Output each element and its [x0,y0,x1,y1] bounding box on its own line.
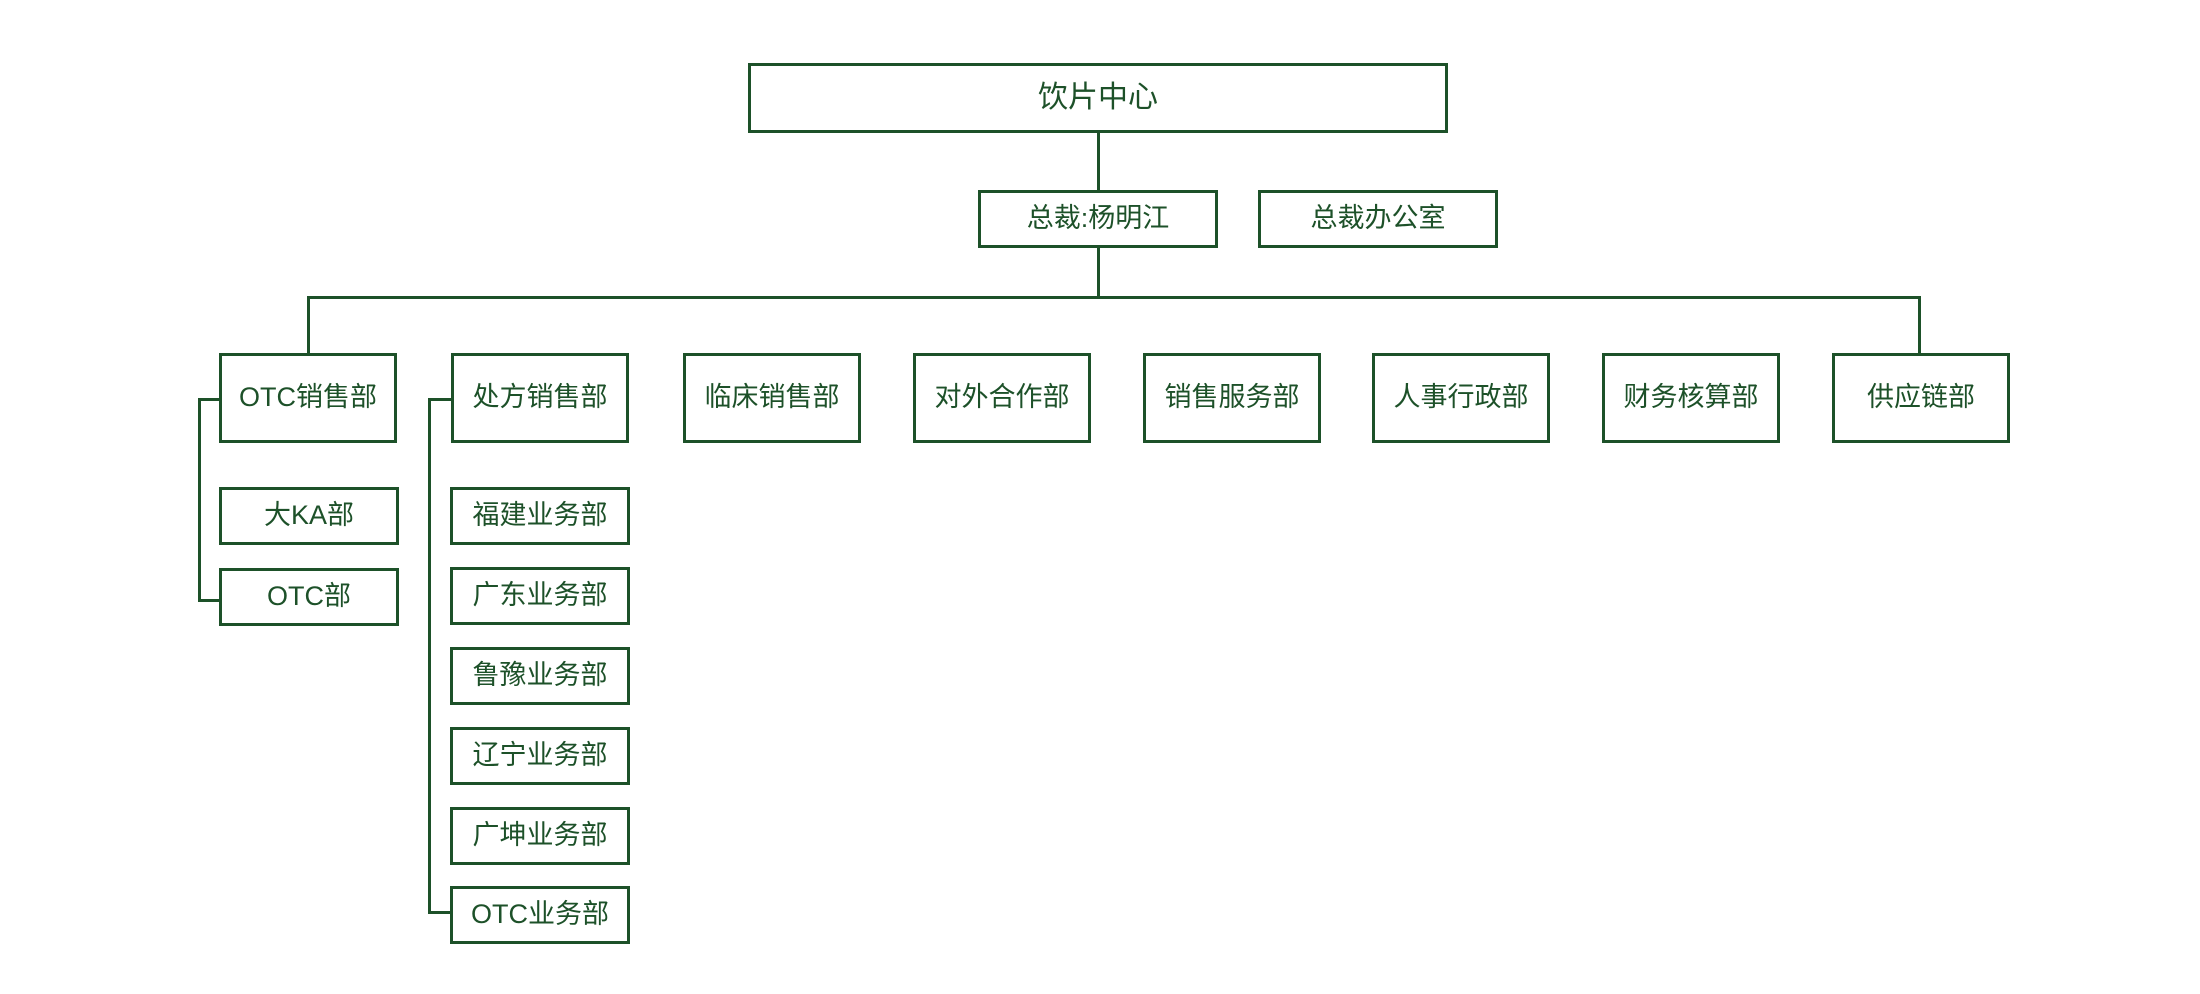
node-department-hr-administration[interactable]: 人事行政部 [1372,353,1550,443]
node-subdepartment-label: OTC业务部 [471,899,609,930]
node-department-clinical-sales[interactable]: 临床销售部 [683,353,861,443]
node-subdepartment-label: OTC部 [267,581,351,612]
node-subdepartment-luyu-business[interactable]: 鲁豫业务部 [450,647,630,705]
node-department-label: 对外合作部 [934,382,1070,413]
node-department-supply-chain[interactable]: 供应链部 [1832,353,2010,443]
node-subdepartment-guangkun-business[interactable]: 广坤业务部 [450,807,630,865]
node-president-office[interactable]: 总裁办公室 [1258,190,1498,248]
connector-root-to-president [1097,133,1100,190]
node-department-label: OTC销售部 [239,382,377,413]
node-department-finance-accounting[interactable]: 财务核算部 [1602,353,1780,443]
node-subdepartment-label: 大KA部 [263,500,355,531]
connector-president-to-bus [1097,248,1100,296]
node-president[interactable]: 总裁:杨明江 [978,190,1218,248]
node-subdepartment-otc[interactable]: OTC部 [219,568,399,626]
node-department-otc-sales[interactable]: OTC销售部 [219,353,397,443]
node-subdepartment-label: 辽宁业务部 [472,740,608,771]
connector-otc-spine-to-parent [198,398,220,401]
node-subdepartment-guangdong-business[interactable]: 广东业务部 [450,567,630,625]
node-subdepartment-label: 广坤业务部 [472,820,608,851]
node-subdepartment-otc-business[interactable]: OTC业务部 [450,886,630,944]
node-president-label: 总裁:杨明江 [1026,203,1170,234]
node-department-label: 临床销售部 [704,382,840,413]
node-root[interactable]: 饮片中心 [748,63,1448,133]
node-department-label: 处方销售部 [472,382,608,413]
connector-bus-drop-left [307,296,310,353]
connector-otc-spine-to-last-child [198,599,222,602]
node-department-sales-service[interactable]: 销售服务部 [1143,353,1321,443]
node-president-office-label: 总裁办公室 [1310,203,1446,234]
node-department-label: 销售服务部 [1164,382,1300,413]
node-subdepartment-fujian-business[interactable]: 福建业务部 [450,487,630,545]
node-subdepartment-liaoning-business[interactable]: 辽宁业务部 [450,727,630,785]
node-department-label: 供应链部 [1867,382,1975,413]
connector-prescription-spine [428,398,431,914]
connector-department-bus [307,296,1921,299]
node-root-label: 饮片中心 [1038,80,1158,114]
connector-prescription-spine-to-parent [428,398,452,401]
node-department-label: 人事行政部 [1393,382,1529,413]
node-department-prescription-sales[interactable]: 处方销售部 [451,353,629,443]
node-subdepartment-label: 福建业务部 [472,500,608,531]
node-subdepartment-big-ka[interactable]: 大KA部 [219,487,399,545]
node-department-label: 财务核算部 [1623,382,1759,413]
connector-prescription-spine-to-last-child [428,911,454,914]
connector-bus-drop-right [1918,296,1921,353]
node-subdepartment-label: 鲁豫业务部 [472,660,608,691]
node-subdepartment-label: 广东业务部 [472,580,608,611]
node-department-external-cooperation[interactable]: 对外合作部 [913,353,1091,443]
connector-otc-spine [198,398,201,602]
